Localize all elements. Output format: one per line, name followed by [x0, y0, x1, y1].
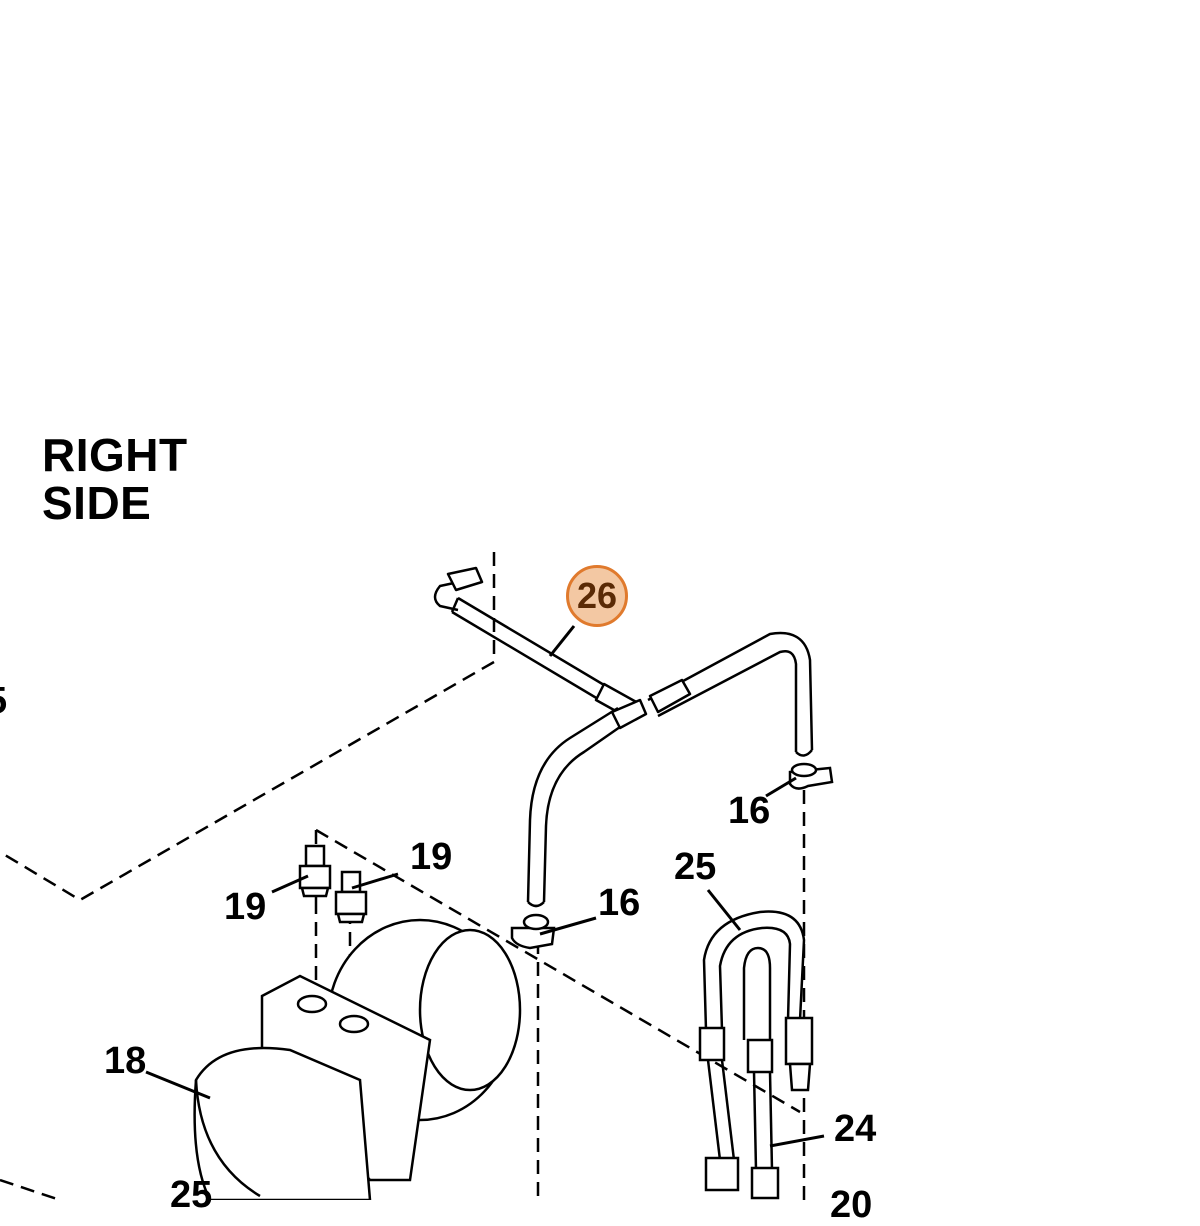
view-title-line-1: RIGHT — [42, 429, 188, 481]
callout-partial-bottom-right: 20 — [830, 1184, 873, 1226]
view-title-line-2: SIDE — [42, 477, 152, 529]
callout-fitting-right: 19 — [410, 836, 453, 878]
diagram-drawing — [0, 552, 834, 1202]
fitting-right-19 — [334, 870, 368, 924]
tube-assembly-26 — [433, 566, 814, 908]
callout-fitting-left: 19 — [224, 886, 267, 928]
highlighted-part-callout-26[interactable]: 26 — [566, 565, 628, 627]
motor-18 — [193, 918, 522, 1202]
callout-clamp-upper: 16 — [728, 790, 771, 832]
callout-hose-bottom: 25 — [170, 1174, 213, 1216]
hose-assembly-24-25 — [698, 910, 814, 1200]
leader-lines — [145, 625, 825, 1148]
clamp-upper-16 — [788, 762, 834, 790]
callout-partial-left: 5 — [0, 682, 7, 720]
callout-clamp-mid: 16 — [598, 882, 641, 924]
callout-hose-upper: 25 — [674, 846, 717, 888]
fitting-left-19 — [298, 844, 332, 898]
callout-hose-pair: 24 — [834, 1108, 877, 1150]
exploded-parts-diagram: RIGHT SIDE 26 5 16 16 19 19 25 25 18 24 … — [0, 429, 877, 1224]
callout-motor: 18 — [104, 1040, 147, 1082]
